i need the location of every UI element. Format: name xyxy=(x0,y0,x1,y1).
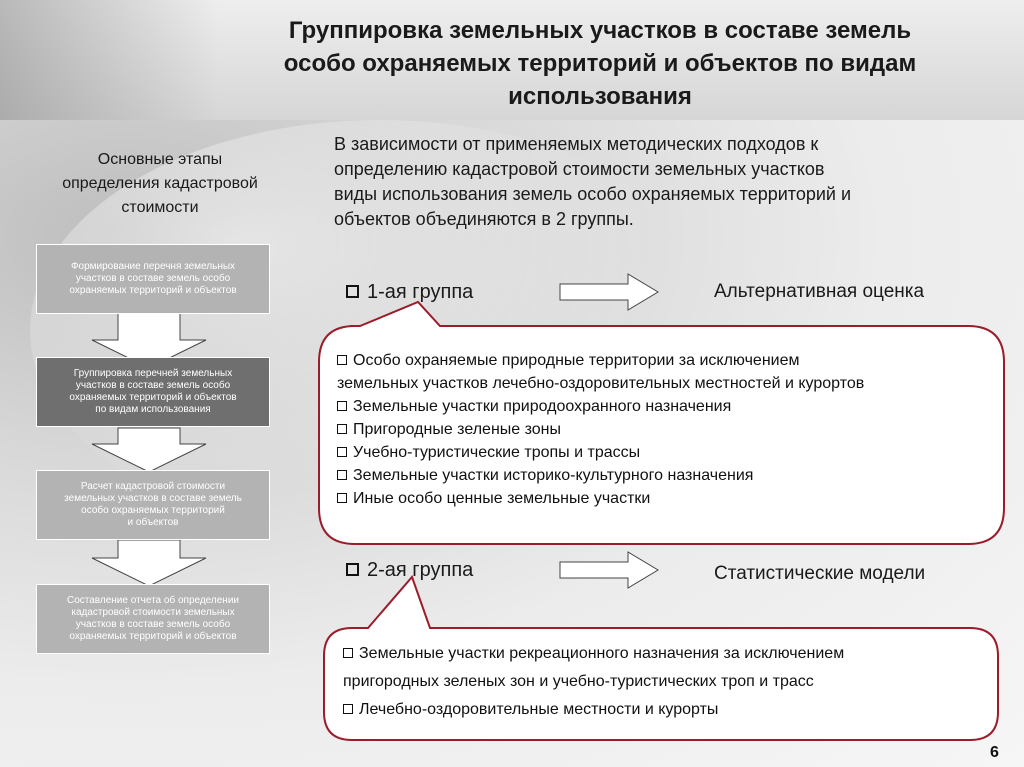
group1-result: Альтернативная оценка xyxy=(714,281,925,302)
stage-line: земельных участков в составе земель xyxy=(64,493,242,504)
checkbox-bullet-icon xyxy=(343,648,353,658)
checkbox-bullet-icon xyxy=(337,493,347,503)
stage-line: Составление отчета об определении xyxy=(66,595,239,606)
stages-heading: Основные этапы определения кадастровой с… xyxy=(40,148,280,220)
list-item: Учебно-туристические тропы и трассы xyxy=(337,441,864,464)
stage-box: Формирование перечня земельных участков … xyxy=(36,244,270,314)
stage-box: Расчет кадастровой стоимости земельных у… xyxy=(36,470,270,540)
stage-line: и объектов xyxy=(127,517,179,528)
list-item: Особо охраняемые природные территории за… xyxy=(337,349,864,372)
intro-line: объектов объединяются в 2 группы. xyxy=(334,209,634,229)
list-item: Земельные участки рекреационного назначе… xyxy=(343,640,844,668)
checkbox-bullet-icon xyxy=(337,470,347,480)
group1-label: 1-ая группа xyxy=(346,281,473,304)
stages-heading-line: определения кадастровой xyxy=(62,175,258,192)
stage-line: особо охраняемых территорий xyxy=(81,505,225,516)
list-item: Лечебно-оздоровительные местности и куро… xyxy=(343,696,844,724)
list-item: Земельные участки природоохранного назна… xyxy=(337,395,864,418)
stage-box-active: Группировка перечней земельных участков … xyxy=(36,357,270,427)
intro-line: виды использования земель особо охраняем… xyxy=(334,184,852,204)
stage-line: Группировка перечней земельных xyxy=(73,368,233,379)
stage-line: Расчет кадастровой стоимости xyxy=(80,481,226,492)
checkbox-bullet-icon xyxy=(343,704,353,714)
stages-heading-line: стоимости xyxy=(121,199,199,216)
group2-label-text: 2-ая группа xyxy=(367,559,474,581)
stage-line: охраняемых территорий и объектов xyxy=(69,631,237,642)
checkbox-bullet-icon xyxy=(337,355,347,365)
stage-line: охраняемых территорий и объектов xyxy=(69,285,237,296)
group1-list: Особо охраняемые природные территории за… xyxy=(337,349,864,510)
stage-line: по видам использования xyxy=(95,404,211,415)
title-line: особо охраняемых территорий и объектов п… xyxy=(283,50,917,77)
checkbox-bullet-icon xyxy=(337,401,347,411)
stage-line: участков в составе земель особо xyxy=(75,380,231,391)
intro-line: определению кадастровой стоимости земель… xyxy=(334,159,825,179)
checkbox-bullet-icon xyxy=(337,447,347,457)
group2-result: Статистические модели xyxy=(714,563,926,584)
list-item: Земельные участки историко-культурного н… xyxy=(337,464,864,487)
list-item-continuation: пригородных зеленых зон и учебно-туристи… xyxy=(343,673,814,690)
intro-text: В зависимости от применяемых методически… xyxy=(334,132,1014,232)
stages-heading-line: Основные этапы xyxy=(97,151,223,168)
stage-line: участков в составе земель особо xyxy=(75,619,231,630)
group1-label-text: 1-ая группа xyxy=(367,281,474,303)
stage-line: участков в составе земель особо xyxy=(75,273,231,284)
stage-line: Формирование перечня земельных xyxy=(70,261,236,272)
stage-line: кадастровой стоимости земельных xyxy=(71,607,235,618)
list-item: Пригородные зеленые зоны xyxy=(337,418,864,441)
stage-box: Составление отчета об определении кадаст… xyxy=(36,584,270,654)
group2-list: Земельные участки рекреационного назначе… xyxy=(343,640,844,724)
checkbox-bullet-icon xyxy=(346,563,359,576)
intro-line: В зависимости от применяемых методически… xyxy=(334,134,819,154)
title-line: использования xyxy=(508,83,692,110)
list-item-continuation: земельных участков лечебно-оздоровительн… xyxy=(337,375,865,392)
page-number: 6 xyxy=(990,744,999,761)
list-item: Иные особо ценные земельные участки xyxy=(337,487,864,510)
header-band xyxy=(0,0,1024,120)
checkbox-bullet-icon xyxy=(346,285,359,298)
group2-label: 2-ая группа xyxy=(346,559,473,582)
title-line: Группировка земельных участков в составе… xyxy=(288,17,912,44)
header-shadow xyxy=(0,0,220,120)
checkbox-bullet-icon xyxy=(337,424,347,434)
stage-line: охраняемых территорий и объектов xyxy=(69,392,237,403)
slide-title: Группировка земельных участков в составе… xyxy=(200,14,1000,113)
